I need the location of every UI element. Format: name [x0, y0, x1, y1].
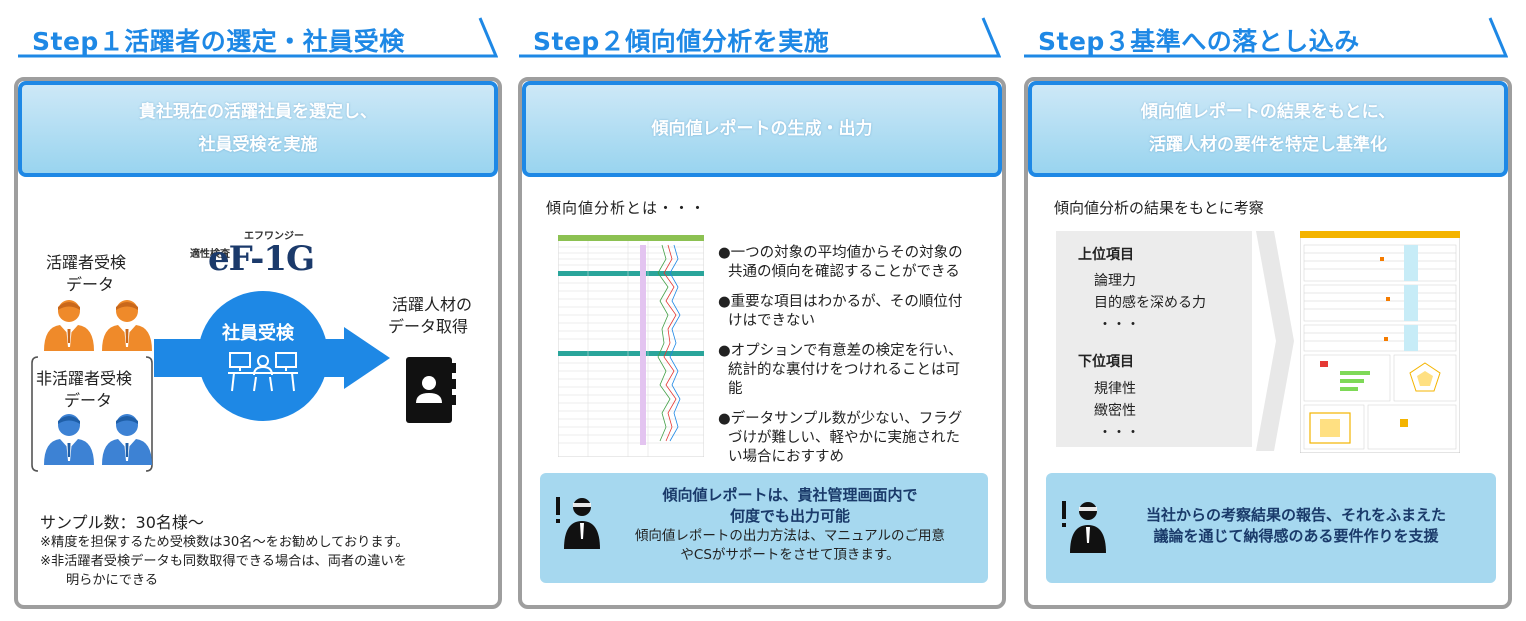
step2-box-bold-1: 傾向値レポートは、貴社管理画面内で [662, 486, 918, 504]
workstation-icon [228, 352, 298, 392]
step3-title: Step３基準への落とし込み [1024, 14, 1508, 60]
step2-box-bold-2: 何度でも出力可能 [729, 507, 850, 525]
chevron-right-icon [1256, 231, 1294, 451]
step2-info-box: 傾向値レポートは、貴社管理画面内で 何度でも出力可能 傾向値レポートの出力方法は… [540, 473, 988, 583]
step1-header-line1: 貴社現在の活躍社員を選定し、 [139, 102, 377, 122]
step3-info-box: 当社からの考察結果の報告、それをふまえた 議論を通じて納得感のある要件作りを支援 [1046, 473, 1496, 583]
items-panel [1056, 231, 1252, 447]
step3-box-bold-1: 当社からの考察結果の報告、それをふまえた [1145, 506, 1446, 524]
step2-title-text: Step２傾向値分析を実施 [533, 27, 830, 56]
step3-header-line2: 活躍人材の要件を特定し基準化 [1149, 135, 1387, 155]
step1-header-line2: 社員受検を実施 [198, 135, 318, 155]
bullet-3-line3: 能 [728, 381, 743, 397]
step2-box-sub-2: やCSがサポートをさせて頂きます。 [680, 547, 900, 563]
step3-intro: 傾向値分析の結果をもとに考察 [1054, 199, 1264, 217]
note-2: ※非活躍者受検データも同数取得できる場合は、両者の違いを [40, 554, 407, 569]
sample-count: サンプル数：30名様～ [40, 513, 204, 532]
bullet-4-line2: づけが難しい、軽やかに実施された [728, 430, 960, 446]
employee-test-label: 社員受検 [222, 323, 294, 344]
logo-kana: エフワンジー [244, 231, 304, 242]
trend-report-thumbnail [558, 235, 704, 457]
active-person-icon-2 [102, 300, 152, 351]
lower-item-3: ・・・ [1098, 425, 1140, 441]
step2-header-line1: 傾向値レポートの生成・出力 [651, 118, 873, 139]
logo-small: 適性検査 [190, 249, 230, 260]
step3-header-line1: 傾向値レポートの結果をもとに、 [1140, 102, 1396, 122]
bullet-3-line1: ●オプションで有意差の検定を行い、 [718, 343, 963, 359]
step1-title-underline [18, 17, 498, 58]
bullet-2: ●重要な項目はわかるが、その順位付 けはできない [718, 293, 962, 331]
final-report-thumbnail [1300, 231, 1460, 453]
inactive-label-2: データ [64, 391, 113, 410]
step3-header: 傾向値レポートの結果をもとに、 活躍人材の要件を特定し基準化 [1028, 81, 1508, 177]
step3-title-text: Step３基準への落とし込み [1038, 27, 1360, 56]
ef1g-logo: eF-1G [208, 239, 315, 279]
upper-item-2: 目的感を深める力 [1094, 295, 1206, 311]
upper-item-1: 論理力 [1094, 273, 1136, 289]
step1-title: Step１活躍者の選定・社員受検 [18, 14, 498, 60]
bullet-2-line1: ●重要な項目はわかるが、その順位付 [718, 294, 963, 310]
active-label-2: データ [66, 275, 115, 294]
upper-item-3: ・・・ [1098, 317, 1140, 333]
bullet-2-line2: けはできない [728, 313, 815, 329]
bullet-4-line1: ●データサンプル数が少ない、フラグ [718, 411, 963, 427]
note-3: 明らかにできる [66, 573, 159, 588]
inactive-group-bracket [31, 356, 153, 472]
inactive-label-1: 非活躍者受検 [36, 369, 133, 388]
bullet-4-line3: い場合におすすめ [728, 449, 844, 465]
upper-items-title: 上位項目 [1078, 247, 1134, 263]
step2-title: Step２傾向値分析を実施 [519, 14, 1001, 60]
active-person-icon-1 [44, 300, 94, 351]
step2-box-sub-1: 傾向値レポートの出力方法は、マニュアルのご用意 [634, 528, 946, 544]
active-label-1: 活躍者受検 [46, 253, 127, 272]
step1-card: 貴社現在の活躍社員を選定し、 社員受検を実施 活躍者受検 データ 非活躍者受検 … [14, 77, 502, 609]
profile-book-icon [406, 357, 456, 423]
bullet-3: ●オプションで有意差の検定を行い、 統計的な裏付けをつけれることは可 能 [718, 342, 963, 399]
step2-title-underline [519, 17, 1001, 58]
lower-item-2: 緻密性 [1094, 403, 1136, 419]
bullet-3-line2: 統計的な裏付けをつけれることは可 [728, 362, 960, 378]
step2-intro: 傾向値分析とは・・・ [546, 199, 707, 217]
bullet-1-line1: ●一つの対象の平均値からその対象の [718, 245, 963, 261]
lower-items-title: 下位項目 [1078, 354, 1134, 370]
step3-box-bold-2: 議論を通じて納得感のある要件作りを支援 [1153, 527, 1439, 545]
bullet-1: ●一つの対象の平均値からその対象の 共通の傾向を確認することができる [718, 244, 963, 282]
result-label-2: データ取得 [388, 317, 469, 336]
bullet-4: ●データサンプル数が少ない、フラグ づけが難しい、軽やかに実施された い場合にお… [718, 410, 962, 467]
step2-header: 傾向値レポートの生成・出力 [522, 81, 1002, 177]
bullet-1-line2: 共通の傾向を確認することができる [728, 264, 960, 280]
inactive-person-icon-1 [44, 414, 94, 465]
step3-title-underline [1024, 17, 1508, 58]
note-1: ※精度を担保するため受検数は30名～をお勧めしております。 [40, 535, 409, 550]
advisor-icon [1062, 501, 1106, 553]
inactive-person-icon-2 [102, 414, 152, 465]
step1-header: 貴社現在の活躍社員を選定し、 社員受検を実施 [18, 81, 498, 177]
advisor-icon [556, 497, 600, 549]
result-label-1: 活躍人材の [392, 295, 473, 314]
step1-title-text: Step１活躍者の選定・社員受検 [32, 27, 405, 56]
lower-item-1: 規律性 [1094, 381, 1136, 397]
step2-card: 傾向値レポートの生成・出力 傾向値分析とは・・・ ●一つの対象の平均値からその対… [518, 77, 1006, 609]
step3-card: 傾向値レポートの結果をもとに、 活躍人材の要件を特定し基準化 傾向値分析の結果を… [1024, 77, 1512, 609]
